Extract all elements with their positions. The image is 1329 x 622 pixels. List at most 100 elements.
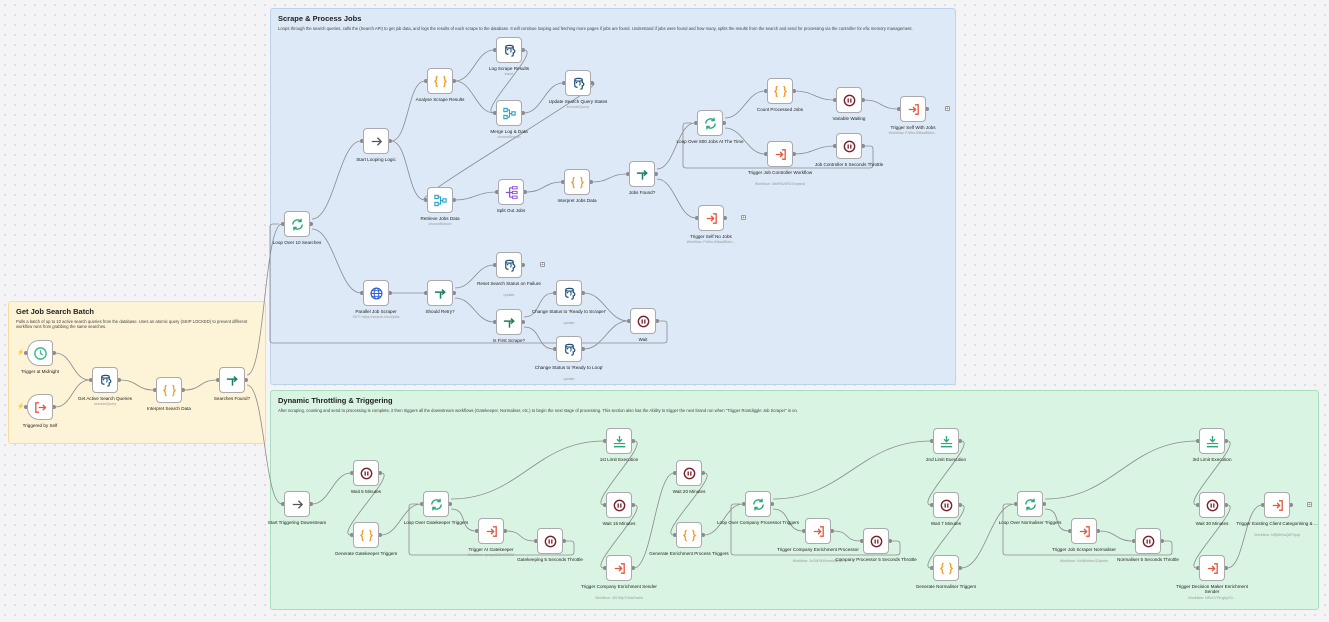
start-looping-logic-node[interactable] [363, 128, 389, 154]
output-port [503, 529, 507, 533]
searches-found-node[interactable] [219, 367, 245, 393]
company-processor-throttle-node[interactable] [863, 528, 889, 554]
node-subtitle: update [503, 292, 515, 297]
arrow-icon [290, 497, 305, 512]
triggered-by-self-node[interactable] [27, 394, 53, 420]
database-icon [562, 342, 577, 357]
should-retry-node[interactable] [427, 280, 453, 306]
node-label: Start Looping Logic [356, 157, 396, 162]
loop-over-gatekeeper-triggers-node[interactable] [423, 491, 449, 517]
interpret-jobs-data-node[interactable] [564, 169, 590, 195]
node-subtitle: executeQuery [566, 105, 590, 110]
node-label: Generate Gatekeeper Triggers [334, 551, 398, 556]
split-out-jobs-node[interactable] [498, 179, 524, 205]
wait-7-minutes-node[interactable] [933, 492, 959, 518]
output-port [452, 198, 456, 202]
change-status-ready-scraper-node[interactable] [556, 280, 582, 306]
node-label: Trigger Self With Jobs [890, 125, 936, 130]
connection-wire [583, 320, 629, 350]
is-first-scrape-node[interactable] [496, 309, 522, 335]
connection-wire [591, 173, 628, 183]
database-icon [98, 373, 113, 388]
job-controller-throttle-node[interactable] [836, 133, 862, 159]
1st-limit-execution-node[interactable] [606, 428, 632, 454]
group-scrape-process-jobs[interactable]: Scrape & Process Jobs Loops through the … [270, 8, 956, 385]
update-search-query-states-node[interactable] [565, 70, 591, 96]
execute-icon [811, 524, 826, 539]
add-node-button[interactable]: + [540, 262, 545, 268]
count-processed-jobs-node[interactable] [767, 78, 793, 104]
trigger-self-with-jobs-node[interactable] [900, 96, 926, 122]
connection-wire [523, 326, 555, 350]
generate-enrichment-triggers-node[interactable] [676, 522, 702, 548]
2nd-limit-execution-node[interactable] [933, 428, 959, 454]
reset-search-status-node[interactable] [496, 252, 522, 278]
group-description: Pulls a batch of up to 10 active search … [16, 319, 248, 330]
node-label: 1st Limit Execution [599, 457, 639, 462]
connection-wire [454, 49, 495, 82]
get-active-search-queries-node[interactable] [92, 367, 118, 393]
retrieve-jobs-data-node[interactable] [427, 187, 453, 213]
wait-20-minutes-node[interactable] [676, 460, 702, 486]
add-node-button[interactable]: + [1307, 502, 1312, 508]
connection-wire [525, 181, 563, 193]
node-label: Generate Enrichment Process Triggers [649, 551, 729, 556]
connection-wire [1044, 440, 1198, 500]
generate-gatekeeper-triggers-node[interactable] [353, 522, 379, 548]
trigger-job-controller-node[interactable] [767, 141, 793, 167]
wait-15-minutes-node[interactable] [606, 492, 632, 518]
jobs-found-node[interactable] [629, 161, 655, 187]
trigger-company-enrichment-sender-node[interactable] [606, 555, 632, 581]
node-label: Trigger Job Scraper Normaliser [1052, 547, 1116, 552]
trigger-at-midnight-node[interactable] [27, 340, 53, 366]
log-scrape-results-node[interactable] [496, 37, 522, 63]
if-icon [502, 315, 517, 330]
loop-icon [290, 217, 305, 232]
node-label: Interpret Search Data [147, 406, 191, 411]
database-icon [571, 76, 586, 91]
connection-wire [583, 292, 629, 322]
loop-over-company-processor-node[interactable] [745, 491, 771, 517]
execute-icon [906, 102, 921, 117]
wait-30-minutes-node[interactable] [1199, 492, 1225, 518]
node-subtitle: Workflow: NRjMrNuQ6F0pqt [1254, 532, 1300, 537]
loop-over-800-jobs-node[interactable] [697, 110, 723, 136]
pause-icon [612, 498, 627, 513]
add-node-button[interactable]: + [741, 215, 746, 221]
output-port [654, 172, 658, 176]
node-label: Trigger Existing Client Categorising & .… [1236, 521, 1318, 526]
node-subtitle: Workflow: FrWm-BtbadlBAm... [686, 240, 736, 245]
trigger-existing-client-node[interactable] [1264, 492, 1290, 518]
trigger-company-enrichment-processor-node[interactable] [805, 518, 831, 544]
trigger-self-no-jobs-node[interactable] [698, 205, 724, 231]
start-triggering-downstream-node[interactable] [284, 491, 310, 517]
generate-normaliser-triggers-node[interactable] [933, 555, 959, 581]
node-subtitle: Workflow: NRzCYFILgbyG3... [1188, 595, 1236, 600]
node-label: Retrieve Jobs Data [420, 216, 460, 221]
output-port [388, 139, 392, 143]
wait-5-minutes-node[interactable] [353, 460, 379, 486]
node-label: Company Processor 5 Seconds Throttle [835, 557, 917, 562]
gatekeeping-throttle-node[interactable] [537, 528, 563, 554]
node-label: Wait 5 Minutes [350, 489, 382, 494]
merge-log-data-node[interactable] [496, 100, 522, 126]
loop-over-10-searches-node[interactable] [284, 211, 310, 237]
pause-icon [842, 139, 857, 154]
interpret-search-data-node[interactable] [156, 377, 182, 403]
3rd-limit-execution-node[interactable] [1199, 428, 1225, 454]
change-status-ready-loop-node[interactable] [556, 336, 582, 362]
loop-over-normaliser-triggers-node[interactable] [1017, 491, 1043, 517]
wait-node[interactable] [630, 308, 656, 334]
execute-icon [612, 561, 627, 576]
trigger-job-scraper-normaliser-node[interactable] [1071, 518, 1097, 544]
trigger-ai-gatekeeper-node[interactable] [478, 518, 504, 544]
variable-waiting-node[interactable] [836, 87, 862, 113]
add-node-button[interactable]: + [945, 106, 950, 112]
trigger-decision-maker-node[interactable] [1199, 555, 1225, 581]
output-port [655, 319, 659, 323]
node-subtitle: insert [504, 72, 514, 77]
parallel-job-scraper-node[interactable] [363, 280, 389, 306]
analyse-scrape-results-node[interactable] [427, 68, 453, 94]
normaliser-throttle-node[interactable] [1135, 528, 1161, 554]
output-port [590, 81, 594, 85]
